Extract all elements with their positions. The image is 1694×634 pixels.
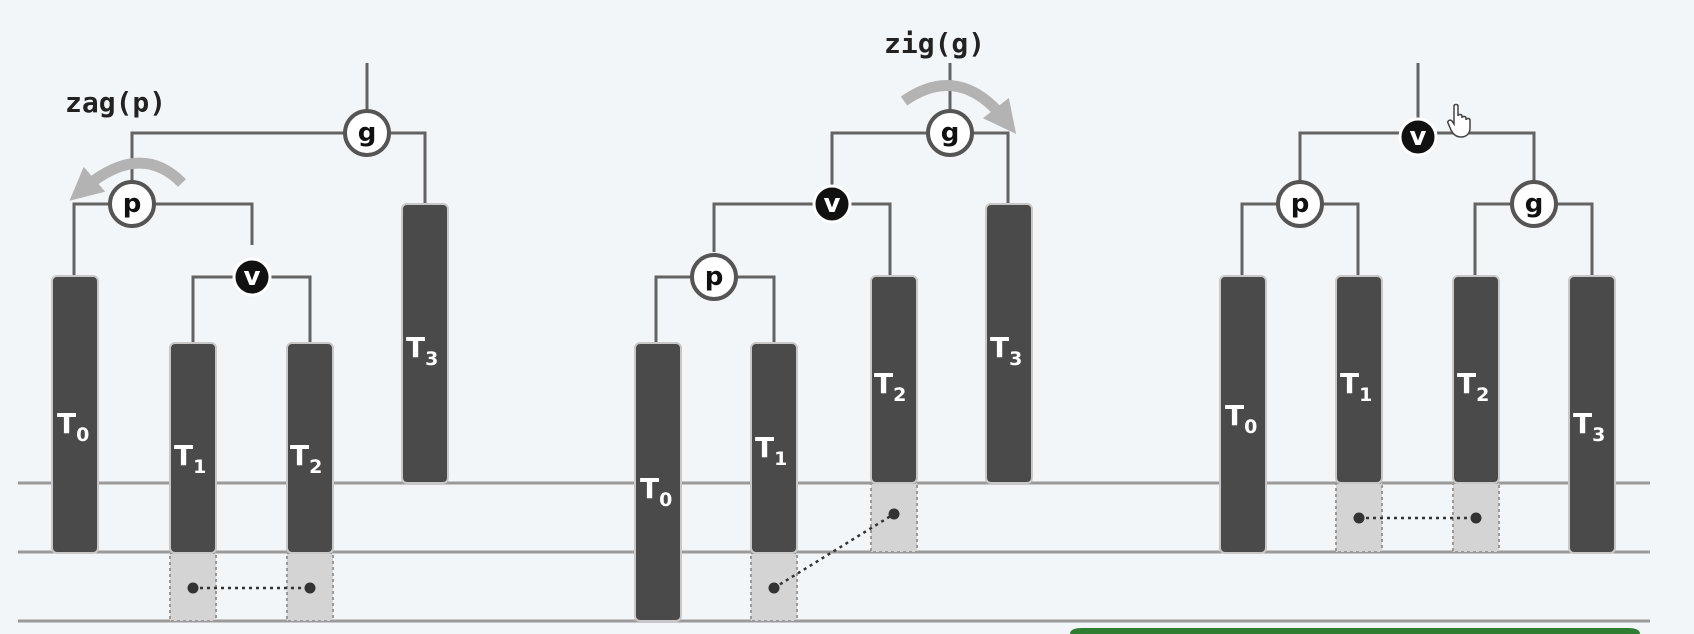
- svg-text:p: p: [123, 189, 142, 219]
- svg-text:T1: T1: [755, 431, 787, 470]
- subtree-name: T: [57, 407, 76, 440]
- svg-text:T3: T3: [990, 331, 1022, 370]
- subtree-name: T: [174, 439, 193, 472]
- stage-1-external-nodes: [169, 552, 334, 622]
- svg-text:v: v: [1410, 122, 1427, 152]
- subtree-sub: 2: [309, 456, 322, 478]
- subtree-name: T: [290, 439, 309, 472]
- svg-text:g: g: [1525, 189, 1544, 219]
- stage-3-result: T0 T1 T2 T3 v p g: [1219, 63, 1616, 554]
- stage-3-external-nodes: [1335, 482, 1500, 553]
- stage-2-node-p: p: [690, 253, 738, 301]
- stage-3-subtree-T3: T3: [1568, 275, 1616, 554]
- svg-text:T0: T0: [1225, 399, 1257, 438]
- stage-2-external-nodes: [750, 482, 918, 622]
- subtree-sub: 3: [425, 348, 438, 370]
- stage-1-node-g: g: [343, 109, 391, 157]
- svg-text:T0: T0: [640, 472, 672, 511]
- stage-2-subtree-T2: T2: [870, 275, 918, 484]
- stage-2-node-v: v: [812, 184, 852, 224]
- subtree-sub: 1: [193, 456, 206, 478]
- subtree-name: T: [406, 331, 425, 364]
- subtree-sub: 1: [774, 448, 787, 470]
- stage-1-subtree-T0: T0: [51, 275, 99, 554]
- svg-text:T3: T3: [406, 331, 438, 370]
- svg-text:T2: T2: [874, 367, 906, 406]
- zig-rotation-arrow: [900, 80, 1017, 135]
- level-guides: [18, 481, 1650, 623]
- subtree-sub: 1: [1359, 384, 1372, 406]
- svg-text:g: g: [941, 118, 960, 148]
- svg-text:T1: T1: [1340, 367, 1372, 406]
- subtree-name: T: [990, 331, 1009, 364]
- subtree-sub: 0: [76, 424, 89, 446]
- subtree-name: T: [1573, 407, 1592, 440]
- subtree-name: T: [755, 431, 774, 464]
- stage-3-subtree-T1: T1: [1335, 275, 1383, 484]
- subtree-name: T: [1457, 367, 1476, 400]
- stage-3-edges: [1240, 63, 1594, 276]
- subtree-sub: 2: [893, 384, 906, 406]
- svg-text:T2: T2: [1457, 367, 1489, 406]
- stage-2-node-g: g: [926, 109, 974, 157]
- zag-p-label: zag(p): [65, 86, 166, 119]
- zig-g-label: zig(g): [884, 27, 985, 60]
- stage-3-subtree-T2: T2: [1452, 275, 1500, 484]
- svg-text:T1: T1: [174, 439, 206, 478]
- stage-1-subtree-T1: T1: [169, 342, 217, 554]
- svg-text:p: p: [1291, 189, 1310, 219]
- stage-3-node-v: v: [1398, 117, 1438, 157]
- subtree-sub: 0: [659, 489, 672, 511]
- subtree-sub: 0: [1244, 416, 1257, 438]
- stage-3-node-g: g: [1510, 180, 1558, 228]
- stage-1-before-zag: zag(p) T0 T1 T2 T3 g: [51, 63, 449, 622]
- subtree-name: T: [640, 472, 659, 505]
- stage-3-subtree-T0: T0: [1219, 275, 1267, 554]
- svg-text:v: v: [824, 189, 841, 219]
- svg-text:p: p: [705, 262, 724, 292]
- subtree-name: T: [874, 367, 893, 400]
- stage-3-node-p: p: [1276, 180, 1324, 228]
- svg-text:T2: T2: [290, 439, 322, 478]
- subtree-sub: 2: [1476, 384, 1489, 406]
- subtree-sub: 3: [1009, 348, 1022, 370]
- stage-1-subtree-T3: T3: [401, 203, 449, 484]
- subtree-sub: 3: [1592, 424, 1605, 446]
- stage-1-node-v: v: [232, 257, 272, 297]
- subtree-name: T: [1340, 367, 1359, 400]
- stage-1-subtree-T2: T2: [286, 342, 334, 554]
- green-footer-bar: [1070, 628, 1640, 634]
- svg-text:T0: T0: [57, 407, 89, 446]
- zag-rotation-arrow: [69, 157, 186, 201]
- stage-2-subtree-T3: T3: [985, 203, 1033, 484]
- stage-2-subtree-T0: T0: [634, 342, 682, 622]
- stage-1-node-p: p: [108, 180, 156, 228]
- svg-text:v: v: [244, 262, 261, 292]
- svg-text:T3: T3: [1573, 407, 1605, 446]
- hand-cursor-icon: [1447, 103, 1471, 138]
- subtree-name: T: [1225, 399, 1244, 432]
- svg-text:g: g: [358, 118, 377, 148]
- stage-2-subtree-T1: T1: [750, 342, 798, 554]
- stage-2-before-zig: zig(g) T0 T1 T2 T3 g: [634, 27, 1033, 622]
